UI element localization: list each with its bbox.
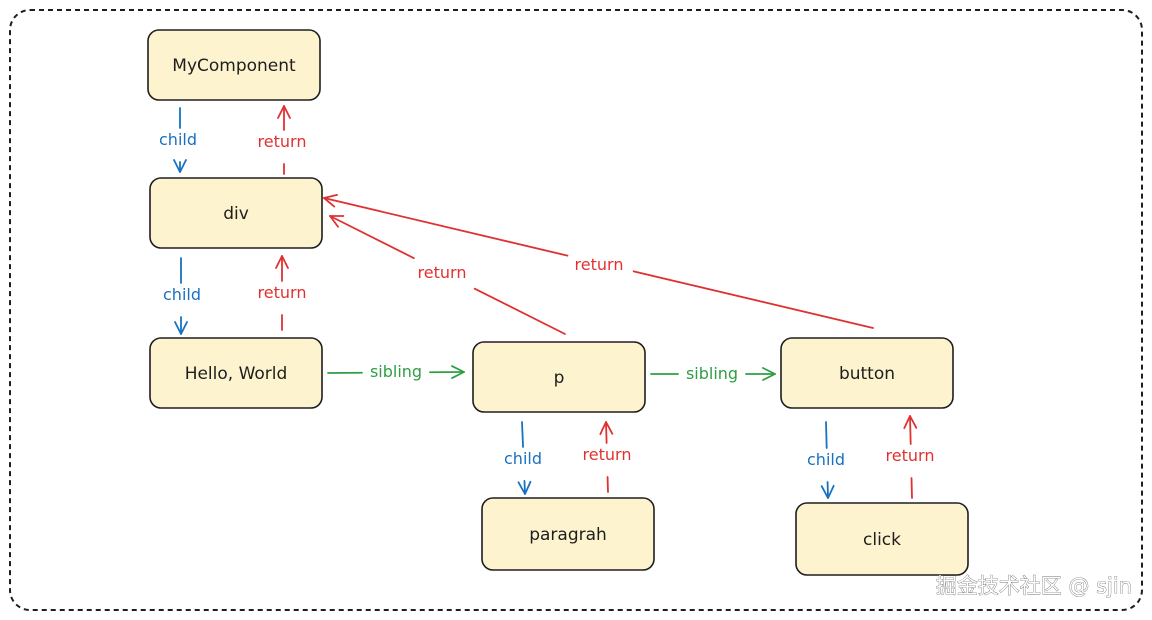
arrowhead-icon [762, 367, 776, 381]
edge-return-click-to-button: return [886, 415, 935, 499]
edge-label-return: return [575, 255, 624, 274]
arrowhead-icon [174, 321, 188, 335]
edge-line [825, 421, 828, 449]
node-label: paragrah [529, 525, 607, 545]
edge-label-sibling: sibling [686, 364, 738, 383]
edge-label-child: child [163, 285, 201, 304]
node-hello: Hello, World [149, 337, 323, 409]
arrowhead-icon [275, 255, 289, 269]
node-box [481, 497, 655, 571]
edge-line [909, 415, 912, 445]
edge-label-child: child [159, 130, 197, 149]
edge-label-return: return [258, 283, 307, 302]
edge-child-mycomponent-to-div: child [159, 107, 197, 173]
node-div: div [149, 177, 323, 249]
edge-label-return: return [258, 132, 307, 151]
edge-return-paragrah-to-p: return [583, 421, 632, 493]
node-label: click [863, 530, 901, 550]
arrowhead-icon [903, 415, 918, 430]
node-label: MyComponent [172, 56, 296, 76]
edge-child-button-to-click: child [807, 421, 845, 499]
node-box [795, 502, 969, 576]
edge-label-sibling: sibling [370, 362, 422, 381]
edge-sibling-p-to-button: sibling [650, 364, 776, 383]
arrowhead-icon [173, 159, 187, 173]
edge-child-p-to-paragrah: child [504, 421, 542, 495]
node-mycomponent: MyComponent [147, 29, 321, 101]
node-label: Hello, World [185, 364, 288, 384]
arrowhead-icon [820, 484, 835, 499]
edge-line [521, 421, 524, 448]
edge-return-hello-to-div: return [258, 255, 307, 331]
arrowhead-icon [451, 365, 465, 379]
node-p: p [472, 341, 646, 413]
node-box [472, 341, 646, 413]
diagram-frame [9, 9, 1143, 611]
edge-return-div-to-mycomponent: return [258, 105, 307, 175]
node-box [780, 337, 954, 409]
edge-label-child: child [807, 450, 845, 469]
node-label: button [839, 364, 895, 384]
watermark-text: 掘金技术社区 @ sjin [936, 574, 1132, 598]
edge-line [323, 197, 569, 257]
node-box [149, 177, 323, 249]
arrowhead-icon [323, 194, 338, 208]
node-button: button [780, 337, 954, 409]
node-click: click [795, 502, 969, 576]
edge-line [605, 421, 608, 444]
node-label: div [223, 204, 249, 224]
edge-child-div-to-hello: child [163, 257, 201, 335]
node-paragrah: paragrah [481, 497, 655, 571]
edge-line [329, 215, 415, 260]
edge-label-return: return [886, 446, 935, 465]
edge-return-p-to-div: return [329, 215, 566, 335]
edge-sibling-hello-to-p: sibling [327, 362, 465, 381]
edge-label-child: child [504, 449, 542, 468]
arrowhead-icon [517, 480, 532, 495]
arrowhead-icon [329, 215, 345, 228]
edge-label-return: return [583, 445, 632, 464]
edge-line [523, 480, 526, 495]
edge-label-return: return [418, 263, 467, 282]
edges-layer: child return child return sibling sibling retu… [159, 105, 935, 499]
node-label: p [554, 368, 565, 388]
edge-line [632, 270, 874, 329]
arrowhead-icon [277, 105, 291, 119]
edge-return-button-to-div: return [323, 194, 874, 329]
arrowhead-icon [599, 421, 614, 436]
edge-line [473, 287, 566, 335]
node-box [147, 29, 321, 101]
node-box [149, 337, 323, 409]
